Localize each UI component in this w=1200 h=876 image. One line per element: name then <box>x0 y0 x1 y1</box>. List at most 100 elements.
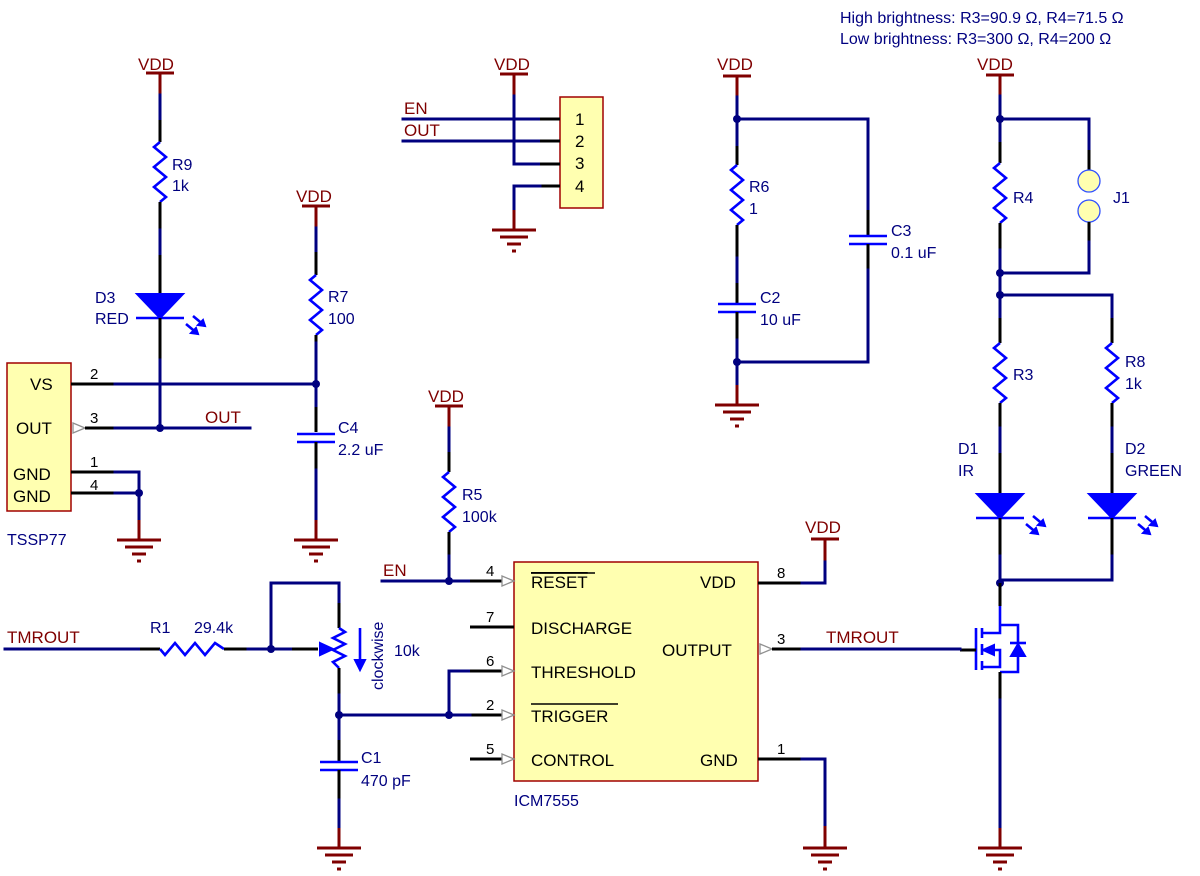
svg-text:C2: C2 <box>760 290 781 307</box>
svg-text:3: 3 <box>90 410 98 427</box>
ground-symbol-c2 <box>713 403 761 428</box>
svg-text:100k: 100k <box>462 509 498 526</box>
ground-symbol-c1 <box>315 846 363 871</box>
svg-text:R3: R3 <box>1013 367 1034 384</box>
svg-text:2: 2 <box>486 697 494 714</box>
svg-text:GND: GND <box>13 487 51 506</box>
svg-text:R1: R1 <box>150 620 171 637</box>
svg-text:VDD: VDD <box>138 55 174 74</box>
svg-text:470 pF: 470 pF <box>361 773 411 790</box>
svg-text:1k: 1k <box>172 178 190 195</box>
svg-text:R8: R8 <box>1125 354 1146 371</box>
svg-text:TRIGGER: TRIGGER <box>531 707 608 726</box>
ground-symbol-ic <box>801 846 849 871</box>
svg-text:VDD: VDD <box>805 518 841 537</box>
svg-text:1: 1 <box>749 201 758 218</box>
vdd-symbol-header: VDD <box>494 55 530 96</box>
capacitor-c3: C3 0.1 uF <box>847 223 937 262</box>
svg-text:R5: R5 <box>462 487 483 504</box>
svg-text:8: 8 <box>777 565 785 582</box>
svg-text:1: 1 <box>90 454 98 471</box>
svg-text:R6: R6 <box>749 179 770 196</box>
resistor-r8: R8 1k <box>1104 341 1146 405</box>
vdd-symbol-r6: VDD <box>717 55 753 97</box>
svg-text:100: 100 <box>328 311 355 328</box>
ground-symbol-c4 <box>292 538 340 563</box>
capacitor-c2: C2 10 uF <box>716 290 801 329</box>
svg-text:C3: C3 <box>891 223 912 240</box>
svg-text:C1: C1 <box>361 750 382 767</box>
mosfet-q1 <box>974 606 1027 674</box>
svg-text:R7: R7 <box>328 289 349 306</box>
potentiometer-10k: clockwise 10k <box>319 621 421 690</box>
svg-text:VDD: VDD <box>717 55 753 74</box>
svg-text:THRESHOLD: THRESHOLD <box>531 663 636 682</box>
net-label-en-header: EN <box>404 99 428 118</box>
svg-text:GND: GND <box>700 751 738 770</box>
svg-text:4: 4 <box>90 477 98 494</box>
svg-text:RED: RED <box>95 311 129 328</box>
svg-text:VDD: VDD <box>428 387 464 406</box>
svg-text:J1: J1 <box>1113 190 1130 207</box>
svg-text:D3: D3 <box>95 290 116 307</box>
resistor-r6: R6 1 <box>729 163 770 227</box>
net-label-out-tssp: OUT <box>205 408 241 427</box>
ground-symbol-tssp <box>115 538 163 563</box>
net-label-tmrout-ic: TMROUT <box>826 628 899 647</box>
svg-text:C4: C4 <box>338 420 359 437</box>
led-d1: D1 IR <box>958 441 1047 536</box>
svg-text:R9: R9 <box>172 157 193 174</box>
svg-text:ICM7555: ICM7555 <box>514 793 579 810</box>
led-d3: D3 RED <box>95 290 207 336</box>
capacitor-c1: C1 470 pF <box>318 750 411 790</box>
note-high-brightness: High brightness: R3=90.9 Ω, R4=71.5 Ω <box>840 10 1124 27</box>
svg-text:VDD: VDD <box>977 55 1013 74</box>
svg-text:3: 3 <box>575 154 584 173</box>
svg-text:D1: D1 <box>958 441 979 458</box>
svg-text:clockwise: clockwise <box>370 621 387 690</box>
svg-text:29.4k: 29.4k <box>194 620 234 637</box>
ic-tssp77: VS OUT GND GND TSSP77 2 3 1 4 <box>6 362 115 549</box>
svg-text:DISCHARGE: DISCHARGE <box>531 619 632 638</box>
resistor-r1: R1 29.4k <box>150 620 234 658</box>
resistor-r7: R7 100 <box>308 273 355 337</box>
svg-text:4: 4 <box>575 177 584 196</box>
resistor-r9: R9 1k <box>152 140 193 204</box>
svg-text:2: 2 <box>90 366 98 383</box>
net-label-en-ic: EN <box>383 561 407 580</box>
svg-text:CONTROL: CONTROL <box>531 751 614 770</box>
ic-icm7555: 4 RESET 7 DISCHARGE 6 THRESHOLD 2 TRIGGE… <box>447 561 802 810</box>
ground-symbol-mosfet <box>976 846 1024 871</box>
svg-text:4: 4 <box>486 563 494 580</box>
svg-text:RESET: RESET <box>531 573 588 592</box>
note-low-brightness: Low brightness: R3=300 Ω, R4=200 Ω <box>840 31 1111 48</box>
svg-text:10k: 10k <box>394 643 421 660</box>
net-label-out-header: OUT <box>404 121 440 140</box>
svg-text:3: 3 <box>777 631 785 648</box>
svg-text:1: 1 <box>777 741 785 758</box>
svg-text:1: 1 <box>575 110 584 129</box>
svg-text:10 uF: 10 uF <box>760 312 801 329</box>
resistor-r5: R5 100k <box>441 470 498 534</box>
vdd-symbol-r7: VDD <box>296 187 332 228</box>
svg-text:GND: GND <box>13 465 51 484</box>
connector-header: 1 2 3 4 <box>540 96 604 209</box>
resistor-r3: R3 <box>992 341 1034 405</box>
svg-text:0.1 uF: 0.1 uF <box>891 245 937 262</box>
svg-text:D2: D2 <box>1125 441 1146 458</box>
svg-text:5: 5 <box>486 741 494 758</box>
svg-text:7: 7 <box>486 609 494 626</box>
vdd-symbol-r9: VDD <box>138 55 176 95</box>
net-label-tmrout-left: TMROUT <box>7 628 80 647</box>
jumper-j1: J1 <box>1077 150 1130 242</box>
svg-text:R4: R4 <box>1013 190 1034 207</box>
svg-text:OUTPUT: OUTPUT <box>662 641 732 660</box>
svg-text:VDD: VDD <box>296 187 332 206</box>
svg-text:TSSP77: TSSP77 <box>7 532 67 549</box>
vdd-symbol-r5: VDD <box>428 387 465 428</box>
svg-text:GREEN: GREEN <box>1125 463 1182 480</box>
svg-text:1k: 1k <box>1125 376 1143 393</box>
led-d2: D2 GREEN <box>1086 441 1182 536</box>
vdd-symbol-r4: VDD <box>977 55 1016 96</box>
